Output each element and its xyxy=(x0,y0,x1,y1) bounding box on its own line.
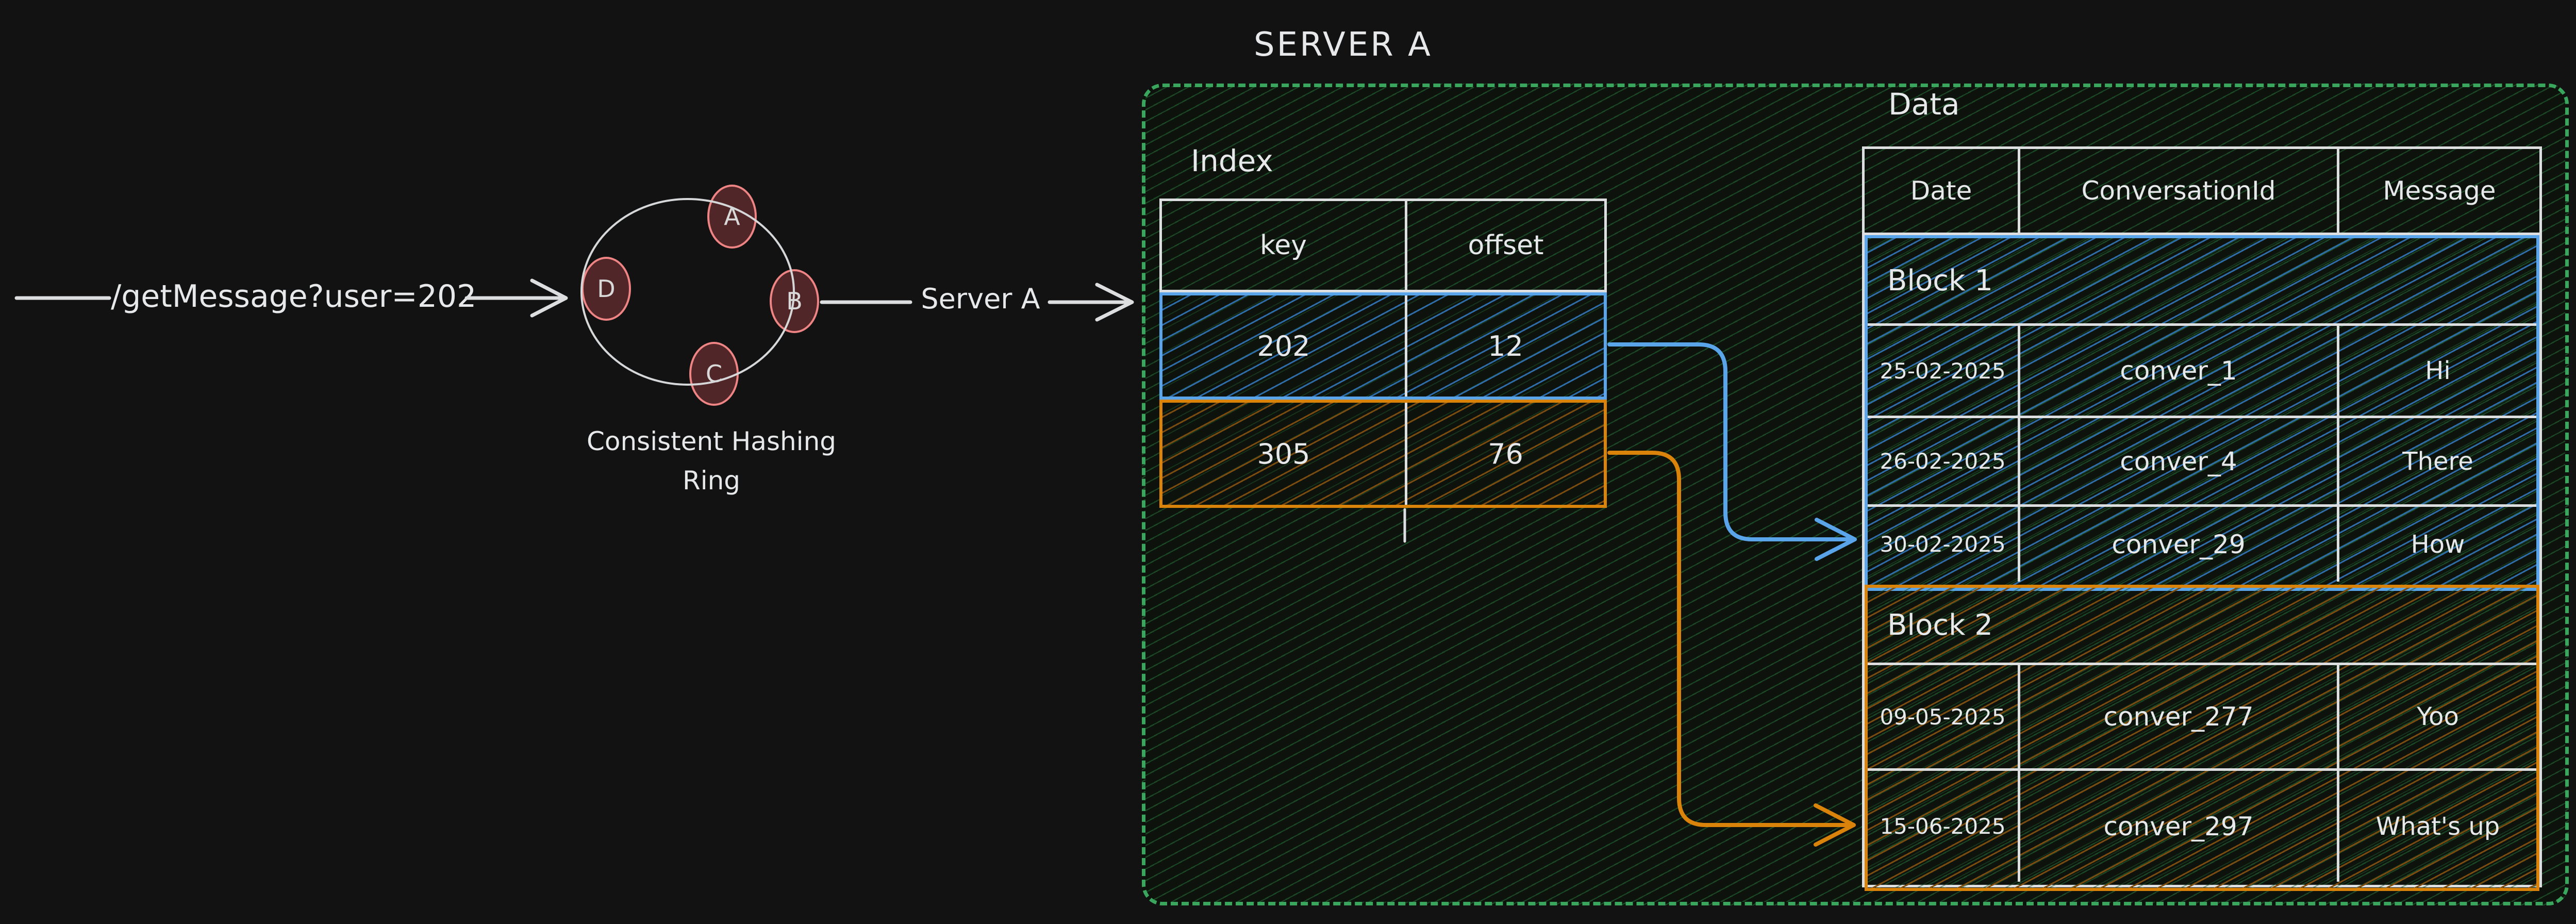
index-table-header: key offset xyxy=(1159,199,1607,292)
server-box-title: SERVER A xyxy=(1254,26,1433,64)
ring-node-d: D xyxy=(581,257,631,321)
data-row-1-conversation-id: conver_1 xyxy=(2018,326,2337,416)
data-row-2-conversation-id: conver_4 xyxy=(2018,418,2337,504)
ring-node-a: A xyxy=(707,185,757,249)
index-row-202-key: 202 xyxy=(1257,329,1310,362)
ring-node-c-label: C xyxy=(705,360,723,388)
data-row-2-date: 26-02-2025 xyxy=(1880,449,2006,474)
data-row-1-message: Hi xyxy=(2337,326,2536,416)
data-row-2-message: There xyxy=(2337,418,2536,504)
data-row-5-message: What's up xyxy=(2337,771,2536,882)
index-table-title: Index xyxy=(1191,143,1273,178)
data-table-title: Data xyxy=(1888,87,1960,122)
server-arrowhead-icon xyxy=(1095,283,1134,322)
data-header-conversation-id: ConversationId xyxy=(2018,149,2337,233)
ring-node-b-label: B xyxy=(786,287,803,315)
data-row-3-message: How xyxy=(2337,507,2536,582)
data-row-4-message: Yoo xyxy=(2337,665,2536,768)
ring-caption-line1: Consistent Hashing xyxy=(586,426,837,456)
data-table-header: Date ConversationId Message xyxy=(1865,149,2539,235)
index-row-305-key: 305 xyxy=(1257,437,1310,470)
ring-node-c: C xyxy=(689,342,739,406)
data-block-1: Block 1 25-02-2025 conver_1 Hi 26-02-202… xyxy=(1865,235,2539,591)
data-table: Date ConversationId Message Block 1 25-0… xyxy=(1862,146,2542,891)
data-row-3-conversation-id: conver_29 xyxy=(2018,507,2337,582)
index-row-305: 305 76 xyxy=(1159,400,1607,508)
data-row-1: 25-02-2025 conver_1 Hi xyxy=(1868,326,2536,416)
ring-node-d-label: D xyxy=(597,275,616,303)
ring-caption-line2: Ring xyxy=(682,466,741,496)
data-block-2: Block 2 09-05-2025 conver_277 Yoo 15-06-… xyxy=(1865,585,2539,891)
data-row-2: 26-02-2025 conver_4 There xyxy=(1868,416,2536,504)
data-row-4-conversation-id: conver_277 xyxy=(2018,665,2337,768)
data-row-4-date: 09-05-2025 xyxy=(1880,704,2006,730)
request-label: /getMessage?user=202 xyxy=(111,278,477,315)
ring-caption: Consistent Hashing Ring xyxy=(531,422,892,500)
data-row-1-date: 25-02-2025 xyxy=(1880,358,2006,384)
index-header-offset: offset xyxy=(1405,201,1604,290)
data-block-2-bar: Block 2 xyxy=(1868,588,2536,665)
data-row-5-date: 15-06-2025 xyxy=(1880,814,2006,839)
request-arrowhead-icon xyxy=(530,278,568,318)
data-block-1-bar: Block 1 xyxy=(1868,238,2536,326)
data-row-5: 15-06-2025 conver_297 What's up xyxy=(1868,768,2536,882)
index-row-305-offset: 76 xyxy=(1405,403,1604,505)
index-row-202: 202 12 xyxy=(1159,292,1607,400)
data-row-3: 30-02-2025 conver_29 How xyxy=(1868,504,2536,582)
data-row-5-conversation-id: conver_297 xyxy=(2018,771,2337,882)
index-table: key offset 202 12 305 76 xyxy=(1159,199,1607,508)
ring-node-b: B xyxy=(770,269,819,333)
data-row-4: 09-05-2025 conver_277 Yoo xyxy=(1868,665,2536,768)
server-arrow-label: Server A xyxy=(921,283,1040,315)
ring-node-a-label: A xyxy=(724,203,740,230)
data-header-date: Date xyxy=(1910,176,1972,206)
data-block-2-label: Block 2 xyxy=(1887,608,1993,642)
index-row-202-offset: 12 xyxy=(1405,295,1604,397)
data-row-3-date: 30-02-2025 xyxy=(1880,532,2006,557)
index-header-key: key xyxy=(1259,230,1307,261)
data-header-message: Message xyxy=(2337,149,2539,233)
data-block-1-label: Block 1 xyxy=(1887,264,1993,298)
